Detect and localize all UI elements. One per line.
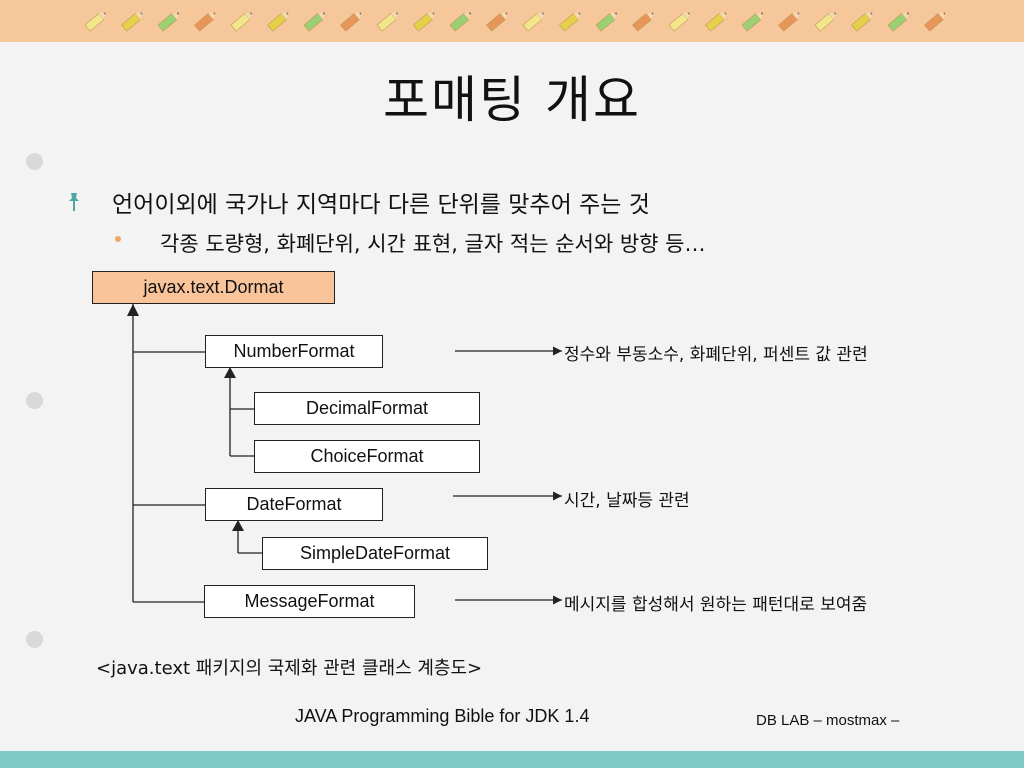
pencil-icon	[668, 12, 690, 32]
class-box-decimal-format: DecimalFormat	[254, 392, 480, 425]
pencil-icon	[851, 12, 873, 32]
pencil-icon	[559, 12, 581, 32]
decorative-dot	[26, 392, 43, 409]
note-date-format: 시간, 날짜등 관련	[564, 491, 690, 511]
pencil-icon	[376, 12, 398, 32]
pencil-icon	[632, 12, 654, 32]
pencil-icon	[267, 12, 289, 32]
pencil-icon	[924, 12, 946, 32]
pencil-icon	[413, 12, 435, 32]
pencil-icon	[887, 12, 909, 32]
sub-bullet-dot	[115, 236, 121, 242]
decorative-dot	[26, 631, 43, 648]
slide-title: 포매팅 개요	[383, 71, 641, 129]
footer-lab: DB LAB – mostmax –	[756, 712, 900, 729]
bullet-main: 언어이외에 국가나 지역마다 다른 단위를 맞추어 주는 것	[112, 192, 650, 218]
pencil-icon	[522, 12, 544, 32]
pencil-icon	[157, 12, 179, 32]
pencil-icon	[303, 12, 325, 32]
class-box-number-format: NumberFormat	[205, 335, 383, 368]
diagram-caption: <java.text 패키지의 국제화 관련 클래스 계층도>	[96, 658, 483, 679]
note-message-format: 메시지를 합성해서 원하는 패턴대로 보여줌	[564, 595, 868, 615]
decorative-dot	[26, 153, 43, 170]
pencil-icon	[705, 12, 727, 32]
pencil-icon	[121, 12, 143, 32]
note-number-format: 정수와 부동소수, 화폐단위, 퍼센트 값 관련	[564, 345, 868, 365]
pencil-icon	[814, 12, 836, 32]
pencil-icon	[340, 12, 362, 32]
pencil-pattern-icon	[84, 12, 946, 32]
pencil-icon	[741, 12, 763, 32]
bullet-sub: 각종 도량형, 화폐단위, 시간 표현, 글자 적는 순서와 방향 등…	[160, 232, 706, 256]
pushpin-icon	[69, 193, 79, 211]
class-box-choice-format: ChoiceFormat	[254, 440, 480, 473]
inherit-arrow-root	[127, 304, 139, 316]
class-box-root: javax.text.Dormat	[92, 271, 335, 304]
top-decorative-band	[0, 0, 1024, 42]
pencil-icon	[194, 12, 216, 32]
class-box-date-format: DateFormat	[205, 488, 383, 521]
footer-book-title: JAVA Programming Bible for JDK 1.4	[295, 706, 590, 726]
class-box-simple-date-format: SimpleDateFormat	[262, 537, 488, 570]
inherit-arrow-date	[232, 520, 244, 531]
pencil-icon	[230, 12, 252, 32]
pencil-icon	[486, 12, 508, 32]
inherit-arrow-number	[224, 367, 236, 378]
pencil-icon	[595, 12, 617, 32]
pencil-icon	[778, 12, 800, 32]
bottom-decorative-band	[0, 751, 1024, 768]
class-box-message-format: MessageFormat	[204, 585, 415, 618]
pencil-icon	[84, 12, 106, 32]
pencil-icon	[449, 12, 471, 32]
